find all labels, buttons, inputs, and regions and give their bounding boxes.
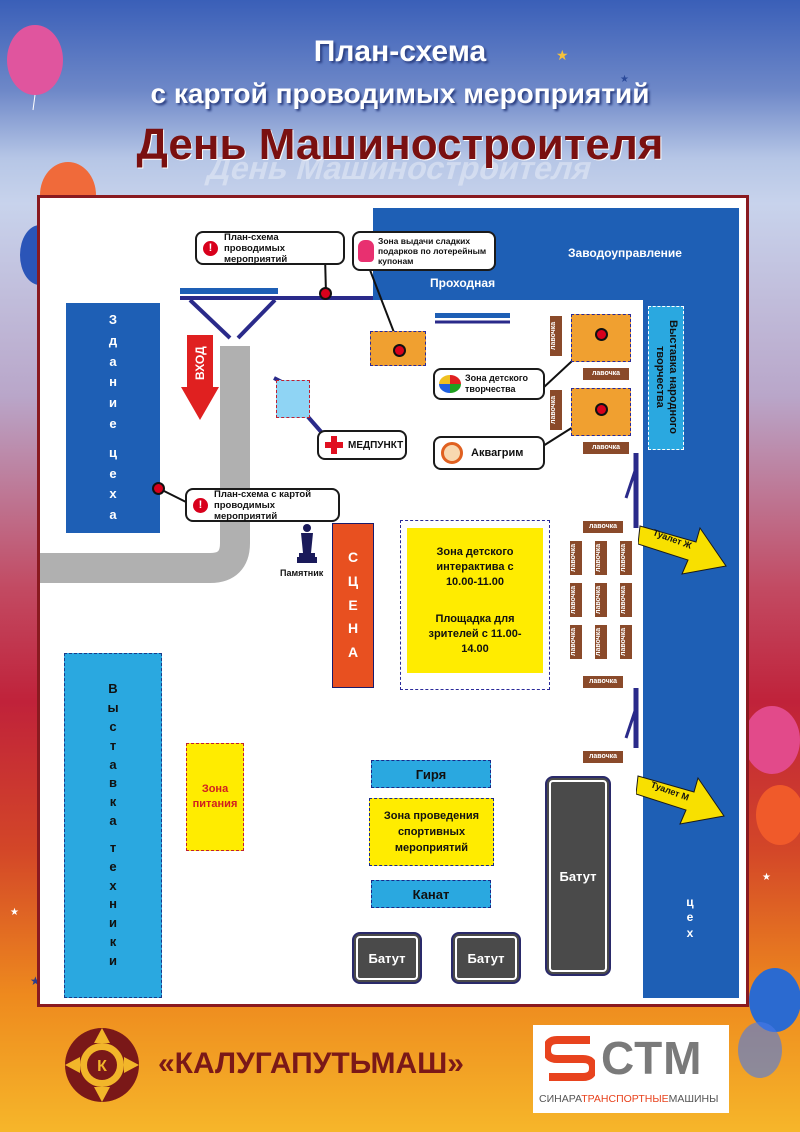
kpm-logo-text: «КАЛУГАПУТЬМАШ» — [158, 1047, 464, 1080]
zone-interaktiv: Зона детского интерактива с 10.00-11.00 … — [407, 528, 543, 673]
bench-lavochka: лавочка — [595, 541, 607, 575]
callout-sweets: Зона выдачи сладких подарков по лотерейн… — [352, 231, 496, 271]
gift-icon — [358, 240, 374, 262]
callout-plan-left: ! План-схема с картой проводимых меропри… — [185, 488, 340, 522]
svg-text:★: ★ — [10, 907, 19, 918]
zone-vystavka-narodnogo: Выставка народного творчества — [648, 306, 684, 450]
zone-medpunkt — [276, 380, 310, 418]
label-prohodnaya: Проходная — [430, 276, 496, 290]
bench-lavochka: лавочка — [583, 368, 629, 380]
stm-logo-text: СТМ — [601, 1032, 703, 1084]
label-zona-interaktiva: Зона детского интерактива с 10.00-11.00 — [436, 545, 514, 588]
clown-icon — [441, 442, 463, 464]
bench-lavochka: лавочка — [583, 521, 623, 533]
svg-text:★: ★ — [620, 74, 629, 85]
palette-icon — [439, 375, 461, 393]
header-line1: План-схема — [313, 35, 487, 68]
marker-aquagrim[interactable] — [595, 403, 608, 416]
label-pamyatnik: Памятник — [280, 568, 324, 578]
callout-aquagrim: Аквагрим — [433, 436, 545, 470]
kpm-logo-icon: К — [65, 1028, 139, 1102]
zone-kanat: Канат — [371, 880, 491, 908]
bench-lavochka: лавочка — [583, 751, 623, 763]
bench-lavochka: лавочка — [595, 625, 607, 659]
bench-lavochka: лавочка — [550, 316, 562, 356]
callout-kids-art: Зона детского творчества — [433, 368, 545, 400]
zone-pitaniya: Зона питания — [186, 743, 244, 851]
marker-plan-top[interactable] — [319, 287, 332, 300]
red-cross-icon — [325, 436, 343, 454]
callout-medpunkt: МЕДПУНКТ — [317, 430, 407, 460]
area-interaktiv — [400, 520, 550, 690]
stm-s-icon — [545, 1036, 595, 1081]
label-ploshadka: Площадка для зрителей с 11.00-14.00 — [428, 612, 522, 655]
svg-text:★: ★ — [762, 872, 771, 883]
bench-lavochka: лавочка — [620, 541, 632, 575]
svg-text:★: ★ — [30, 974, 41, 988]
bench-lavochka: лавочка — [583, 676, 623, 688]
exclamation-icon: ! — [203, 240, 218, 256]
monument-icon — [297, 524, 317, 563]
bench-lavochka: лавочка — [620, 583, 632, 617]
trampoline-1: Батут — [545, 776, 611, 976]
bench-lavochka: лавочка — [550, 390, 562, 430]
marker-plan-left[interactable] — [152, 482, 165, 495]
bench-lavochka: лавочка — [570, 541, 582, 575]
zone-sport: Зона проведения спортивных мероприятий — [369, 798, 494, 866]
callout-plan-top: ! План-схема проводимых мероприятий — [195, 231, 345, 265]
label-vhod: ВХОД — [193, 346, 207, 380]
roads-layer — [40, 255, 639, 748]
bench-lavochka: лавочка — [570, 625, 582, 659]
label-zavodoupravlenie: Заводоуправление — [568, 246, 682, 260]
marker-sweets[interactable] — [393, 344, 406, 357]
svg-text:★: ★ — [556, 47, 569, 63]
bench-lavochka: лавочка — [620, 625, 632, 659]
bench-lavochka: лавочка — [595, 583, 607, 617]
header-title: День Машиностроителя — [136, 120, 664, 169]
bench-lavochka: лавочка — [583, 442, 629, 454]
marker-kids-art[interactable] — [595, 328, 608, 341]
exclamation-icon: ! — [193, 497, 208, 513]
stm-tagline: СИНАРАТРАНСПОРТНЫЕМАШИНЫ — [539, 1093, 719, 1105]
entrance-arrow — [181, 335, 219, 420]
trampoline-2: Батут — [352, 932, 422, 984]
toilet-m-arrow — [636, 775, 725, 825]
header-line2: с картой проводимых мероприятий — [150, 78, 650, 109]
svg-text:К: К — [97, 1058, 107, 1075]
stm-logo: СТМ СИНАРАТРАНСПОРТНЫЕМАШИНЫ — [533, 1025, 729, 1113]
trampoline-3: Батут — [451, 932, 521, 984]
toilet-zh-arrow — [638, 525, 727, 575]
zone-kids-art — [571, 314, 631, 362]
zone-girya: Гиря — [371, 760, 491, 788]
bench-lavochka: лавочка — [570, 583, 582, 617]
